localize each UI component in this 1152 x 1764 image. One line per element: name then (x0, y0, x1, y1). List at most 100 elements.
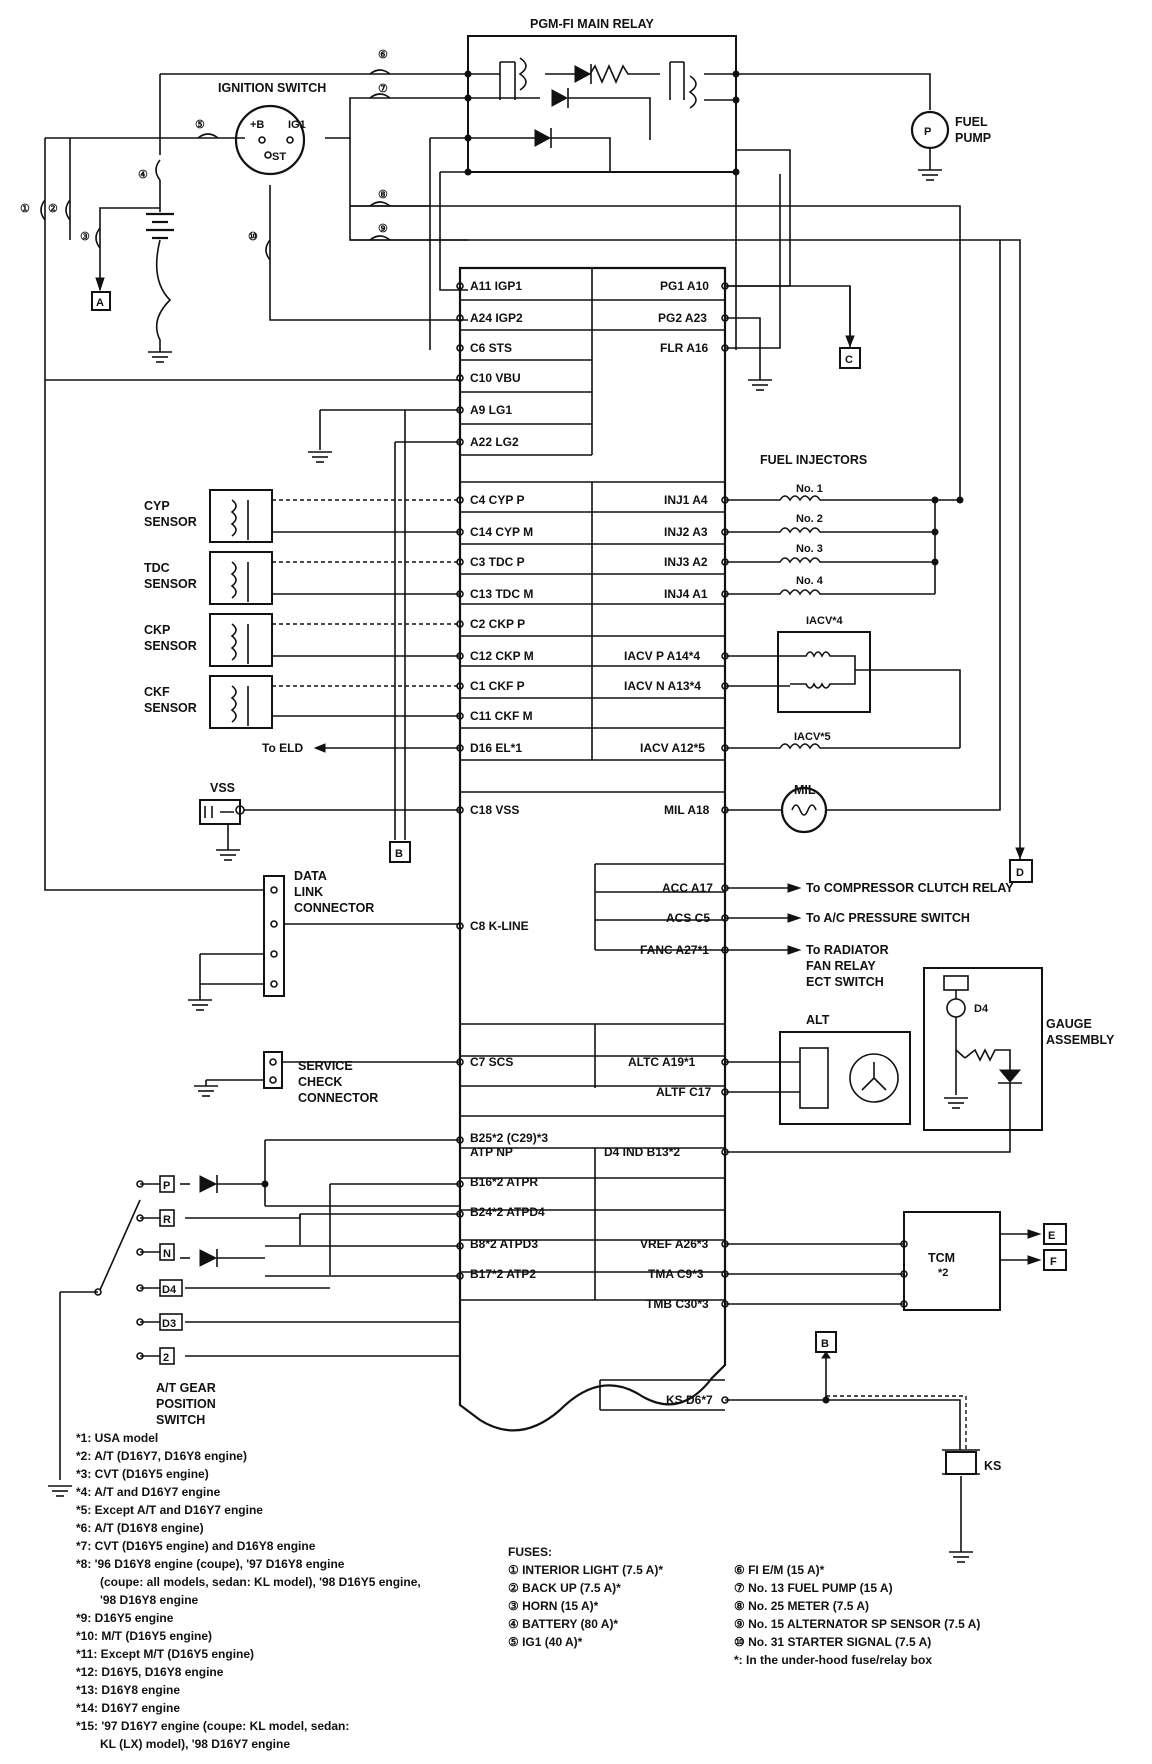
ecm-right-pins: PG1 A10 PG2 A23 FLR A16 INJ1 A4 INJ2 A3 … (624, 279, 710, 817)
svg-text:CYP: CYP (144, 499, 170, 513)
svg-text:B: B (395, 848, 403, 860)
svg-text:⑦: ⑦ (378, 83, 388, 95)
svg-text:⑨ No. 15 ALTERNATOR SP SENSOR: ⑨ No. 15 ALTERNATOR SP SENSOR (7.5 A) (734, 1617, 980, 1631)
svg-text:④: ④ (138, 169, 148, 181)
battery (146, 180, 174, 363)
svg-text:SENSOR: SENSOR (144, 639, 197, 653)
svg-text:*5: Except A/T and D16Y7 engin: *5: Except A/T and D16Y7 engine (76, 1503, 263, 1517)
svg-text:MIL: MIL (794, 783, 816, 797)
ignition-switch (234, 104, 306, 176)
svg-text:C18 VSS: C18 VSS (470, 803, 519, 817)
svg-text:C1 CKF P: C1 CKF P (470, 679, 525, 693)
svg-text:SENSOR: SENSOR (144, 515, 197, 529)
svg-text:⑩ No. 31 STARTER SIGNAL (7.5 A: ⑩ No. 31 STARTER SIGNAL (7.5 A) (734, 1635, 931, 1649)
svg-text:To A/C PRESSURE SWITCH: To A/C PRESSURE SWITCH (806, 911, 970, 925)
alternator: ALT (725, 1013, 911, 1125)
svg-text:VSS: VSS (210, 781, 235, 795)
svg-text:CKP: CKP (144, 623, 170, 637)
svg-text:SENSOR: SENSOR (144, 701, 197, 715)
svg-text:FUSES:: FUSES: (508, 1545, 552, 1559)
ecm-left-wires: B (45, 379, 460, 863)
svg-text:DATA: DATA (294, 869, 327, 883)
svg-text:To RADIATOR: To RADIATOR (806, 943, 889, 957)
svg-text:⑧ No. 25 METER (7.5 A): ⑧ No. 25 METER (7.5 A) (734, 1599, 869, 1613)
iacv-bottom (725, 743, 960, 750)
svg-text:⑥ FI E/M (15 A)*: ⑥ FI E/M (15 A)* (734, 1563, 825, 1577)
svg-text:N: N (163, 1248, 171, 1260)
svg-text:B: B (821, 1338, 829, 1350)
svg-text:C13 TDC M: C13 TDC M (470, 587, 533, 601)
pg-wires: C (725, 149, 861, 391)
svg-text:②: ② (48, 203, 58, 215)
svg-text:*1: USA model: *1: USA model (76, 1431, 158, 1445)
connector-e (1043, 1223, 1067, 1245)
svg-text:TCM: TCM (928, 1251, 955, 1265)
main-relay-title: PGM-FI MAIN RELAY (530, 17, 655, 31)
footnotes: *1: USA model *2: A/T (D16Y7, D16Y8 engi… (76, 1431, 421, 1751)
svg-text:No. 3: No. 3 (796, 543, 823, 555)
svg-text:FANC A27*1: FANC A27*1 (640, 943, 709, 957)
svg-text:FLR A16: FLR A16 (660, 341, 709, 355)
svg-text:INJ1 A4: INJ1 A4 (664, 493, 708, 507)
svg-text:D3: D3 (162, 1318, 176, 1330)
svg-text:③: ③ (80, 231, 90, 243)
svg-text:TDC: TDC (144, 561, 170, 575)
svg-text:C10 VBU: C10 VBU (470, 371, 521, 385)
svg-text:*12: D16Y5, D16Y8 engine: *12: D16Y5, D16Y8 engine (76, 1665, 224, 1679)
svg-text:IACV P A14*4: IACV P A14*4 (624, 649, 700, 663)
svg-text:B25*2 (C29)*3: B25*2 (C29)*3 (470, 1131, 548, 1145)
svg-text:*10: M/T (D16Y5 engine): *10: M/T (D16Y5 engine) (76, 1629, 212, 1643)
knock-sensor: B KS (725, 1331, 1001, 1563)
svg-text:ACS C5: ACS C5 (666, 911, 710, 925)
svg-text:⑥: ⑥ (378, 49, 388, 61)
connector-c (839, 347, 861, 369)
svg-text:SWITCH: SWITCH (156, 1413, 205, 1427)
svg-text:A24 IGP2: A24 IGP2 (470, 311, 523, 325)
iacv-top-label: IACV*4 (806, 615, 844, 627)
svg-text:D4 IND B13*2: D4 IND B13*2 (604, 1145, 680, 1159)
svg-text:No. 1: No. 1 (796, 483, 823, 495)
svg-text:C8 K-LINE: C8 K-LINE (470, 919, 529, 933)
svg-text:KS D6*7: KS D6*7 (666, 1393, 713, 1407)
svg-text:ASSEMBLY: ASSEMBLY (1046, 1033, 1115, 1047)
svg-text:ALT: ALT (806, 1013, 830, 1027)
svg-text:D16 EL*1: D16 EL*1 (470, 741, 522, 755)
svg-text:LINK: LINK (294, 885, 323, 899)
svg-text:To COMPRESSOR CLUTCH RELAY: To COMPRESSOR CLUTCH RELAY (806, 881, 1014, 895)
svg-text:*6: A/T (D16Y8 engine): *6: A/T (D16Y8 engine) (76, 1521, 204, 1535)
svg-text:② BACK UP (7.5 A)*: ② BACK UP (7.5 A)* (508, 1581, 621, 1595)
iacv-bottom-label: IACV*5 (794, 731, 831, 743)
data-link-connector: DATA LINK CONNECTOR (44, 380, 460, 1011)
connector-f (1043, 1249, 1067, 1271)
mil-lamp: MIL (725, 240, 1001, 834)
service-check-connector: SERVICE CHECK CONNECTOR (194, 1051, 460, 1105)
connector-a-label: A (96, 297, 104, 309)
svg-text:① INTERIOR LIGHT (7.5 A)*: ① INTERIOR LIGHT (7.5 A)* (508, 1563, 663, 1577)
svg-text:*8: '96 D16Y8 engine (coupe),: *8: '96 D16Y8 engine (coupe), '97 D16Y8 … (76, 1557, 345, 1571)
svg-text:ECT SWITCH: ECT SWITCH (806, 975, 884, 989)
svg-text:*14: D16Y7 engine: *14: D16Y7 engine (76, 1701, 180, 1715)
svg-text:INJ3 A2: INJ3 A2 (664, 555, 708, 569)
svg-text:C11 CKF M: C11 CKF M (470, 709, 533, 723)
gauge-assembly: D4 GAUGE ASSEMBLY (725, 967, 1115, 1153)
main-relay-internals (464, 57, 740, 176)
ecm-left-pins: A11 IGP1 A24 IGP2 C6 STS C10 VBU A9 LG1 … (470, 279, 534, 817)
svg-text:A9 LG1: A9 LG1 (470, 403, 512, 417)
ignition-switch-title: IGNITION SWITCH (218, 81, 326, 95)
svg-text:INJ4 A1: INJ4 A1 (664, 587, 708, 601)
power-wires (44, 73, 1021, 860)
ecm-body (458, 266, 727, 1432)
svg-text:No. 2: No. 2 (796, 513, 823, 525)
fuel-injectors: No. 1 No. 2 No. 3 No. 4 (725, 483, 964, 596)
svg-text:CKF: CKF (144, 685, 170, 699)
svg-text:F: F (1050, 1256, 1057, 1268)
svg-text:FAN RELAY: FAN RELAY (806, 959, 876, 973)
svg-text:①: ① (20, 203, 30, 215)
svg-text:GAUGE: GAUGE (1046, 1017, 1092, 1031)
svg-text:CONNECTOR: CONNECTOR (294, 901, 374, 915)
svg-text:④ BATTERY (80 A)*: ④ BATTERY (80 A)* (508, 1617, 618, 1631)
ig-b-label: +B (250, 119, 264, 131)
svg-text:⑤: ⑤ (195, 119, 205, 131)
svg-text:③ HORN (15 A)*: ③ HORN (15 A)* (508, 1599, 599, 1613)
